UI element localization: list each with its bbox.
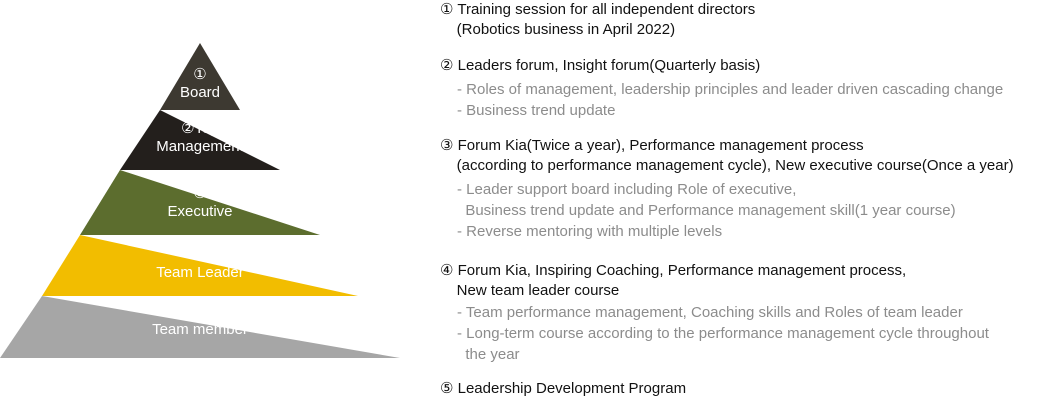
pyramid-level-board xyxy=(160,43,240,110)
pyramid-num: ④ xyxy=(193,246,207,263)
program-detail: - Roles of management, leadership princi… xyxy=(457,81,1004,98)
program-item-board: ① Training session for all independent d… xyxy=(440,0,755,40)
program-item-team-member: ⑤ Leadership Development Program xyxy=(440,379,686,399)
pyramid-num: ① xyxy=(193,66,207,83)
program-detail: - Business trend update xyxy=(457,102,616,119)
program-title: ④ Forum Kia, Inspiring Coaching, Perform… xyxy=(440,262,907,279)
pyramid-num: ⑤ xyxy=(193,303,207,320)
pyramid-label-executive: ③ Executive xyxy=(100,185,300,221)
program-title: (Robotics business in April 2022) xyxy=(440,21,676,38)
program-detail: the year xyxy=(457,346,520,363)
program-detail: - Team performance management, Coaching … xyxy=(457,304,963,321)
program-detail: - Reverse mentoring with multiple levels xyxy=(457,223,723,240)
pyramid-level-team-member xyxy=(0,296,400,358)
pyramid-level-top-management xyxy=(120,110,280,170)
program-title: ⑤ Leadership Development Program xyxy=(440,380,687,397)
pyramid-text-top: Top xyxy=(194,120,219,137)
pyramid-text: Team member xyxy=(152,321,248,338)
program-title: (according to performance management cyc… xyxy=(440,157,1014,174)
program-item-executive: ③ Forum Kia(Twice a year), Performance m… xyxy=(440,136,1014,242)
pyramid-label-board: ① Board xyxy=(100,66,300,102)
pyramid-label-team-member: ⑤ Team member xyxy=(100,303,300,339)
program-title: New team leader course xyxy=(440,282,620,299)
program-title: ③ Forum Kia(Twice a year), Performance m… xyxy=(440,137,864,154)
program-detail: Business trend update and Performance ma… xyxy=(457,202,956,219)
program-detail: - Leader support board including Role of… xyxy=(457,181,797,198)
program-title: ① Training session for all independent d… xyxy=(440,1,756,18)
pyramid-text: Team Leader xyxy=(156,264,244,281)
program-item-top-management: ② Leaders forum, Insight forum(Quarterly… xyxy=(440,56,1003,121)
pyramid-text: Executive xyxy=(167,203,233,220)
program-item-team-leader: ④ Forum Kia, Inspiring Coaching, Perform… xyxy=(440,261,989,365)
pyramid-level-team-leader xyxy=(42,235,358,296)
pyramid-num: ③ xyxy=(193,185,207,202)
pyramid-level-executive xyxy=(80,170,320,235)
pyramid-text: Management xyxy=(156,138,244,155)
pyramid-diagram xyxy=(0,43,400,358)
pyramid-label-team-leader: ④ Team Leader xyxy=(100,246,300,282)
pyramid-text: Board xyxy=(179,84,221,101)
program-title: ② Leaders forum, Insight forum(Quarterly… xyxy=(440,57,761,74)
pyramid-num: ② xyxy=(181,120,195,137)
pyramid-text: ②Top xyxy=(100,120,300,138)
program-detail: - Long-term course according to the perf… xyxy=(457,325,989,342)
pyramid-label-top-management: ②Top Management xyxy=(100,120,300,156)
